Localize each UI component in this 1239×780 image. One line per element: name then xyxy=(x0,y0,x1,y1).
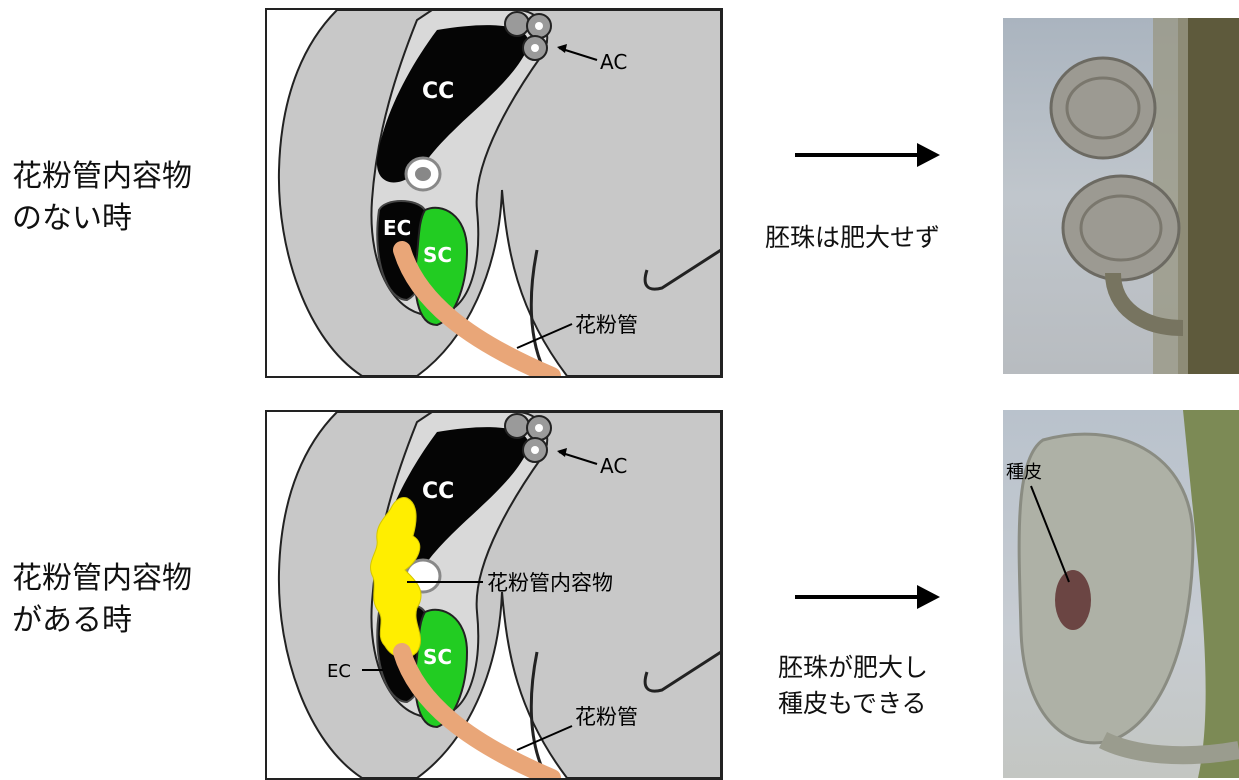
label-ec: EC xyxy=(383,216,411,240)
condition-line2: のない時 xyxy=(12,201,132,236)
funiculus xyxy=(1105,272,1184,336)
label-cc: CC xyxy=(422,79,454,104)
inner-fold xyxy=(643,248,721,291)
pollen-tube-pointer xyxy=(516,323,573,349)
ovule-photo-svg: 種皮 xyxy=(1006,410,1239,778)
arrow-head xyxy=(917,585,940,609)
condition-line2: がある時 xyxy=(12,603,132,638)
label-pollen-tube: 花粉管 xyxy=(575,313,638,337)
arrow-top xyxy=(795,143,940,167)
ac-pointer-head xyxy=(557,44,567,53)
polar-nucleolus xyxy=(415,167,431,181)
pollen-tube xyxy=(393,241,561,376)
result-text-top: 胚珠は肥大せず xyxy=(765,220,940,256)
antipodal-nucleus xyxy=(535,22,543,30)
ac-pointer-head xyxy=(557,448,567,457)
condition-line1: 花粉管内容物 xyxy=(12,159,192,194)
ovule-diagram-bottom: CC SC AC 花粉管内容物 EC 花粉管 xyxy=(265,410,723,780)
ovule-ring xyxy=(1065,76,1141,140)
label-sc: SC xyxy=(423,645,452,669)
central-cell xyxy=(376,25,529,183)
inner-fold xyxy=(643,650,721,693)
ovule-diagram-top: CC EC SC AC 花粉管 xyxy=(265,8,723,378)
antipodal-cell xyxy=(504,413,530,439)
result-line2: 種皮もできる xyxy=(778,689,927,718)
antipodal-nucleus xyxy=(531,446,539,454)
seed-coat-pointer xyxy=(1030,485,1070,583)
ovule-diagram-svg: CC EC SC AC 花粉管 xyxy=(277,10,721,376)
condition-line1: 花粉管内容物 xyxy=(12,561,192,596)
result-line1: 胚珠が肥大し xyxy=(778,653,929,682)
antipodal-nucleus xyxy=(535,424,543,432)
placenta-tissue xyxy=(1178,18,1239,374)
ovule-diagram-svg: CC SC AC 花粉管内容物 EC 花粉管 xyxy=(277,412,721,778)
ovule-photo-svg xyxy=(1049,18,1239,374)
label-sc: SC xyxy=(423,243,452,267)
label-ac: AC xyxy=(600,50,627,74)
label-cc: CC xyxy=(422,479,454,504)
ovule-photo-bottom: 種皮 xyxy=(1003,410,1239,778)
arrow-head xyxy=(917,143,940,167)
enlarged-ovule xyxy=(1017,432,1195,745)
ovule-photo-top xyxy=(1003,18,1239,374)
funiculus xyxy=(1098,731,1239,765)
result-text-bottom: 胚珠が肥大し 種皮もできる xyxy=(778,650,928,722)
antipodal-nucleus xyxy=(531,44,539,52)
ovule xyxy=(1049,56,1157,160)
result-line1: 胚珠は肥大せず xyxy=(765,223,941,252)
condition-label-bottom: 花粉管内容物 がある時 xyxy=(12,558,192,642)
placenta-tissue xyxy=(1183,410,1239,778)
condition-label-top: 花粉管内容物 のない時 xyxy=(12,156,192,240)
label-pollen-tube: 花粉管 xyxy=(575,705,638,729)
antipodal-cell xyxy=(504,11,530,37)
pollen-tube xyxy=(393,643,561,778)
label-seed-coat: 種皮 xyxy=(1006,462,1042,483)
pollen-tube-pointer xyxy=(516,725,573,751)
pollen-tube-contents xyxy=(370,497,422,659)
arrow-bottom xyxy=(795,585,940,609)
ovule-ring xyxy=(1079,194,1163,262)
label-ac: AC xyxy=(600,454,627,478)
seed-coat-pigment xyxy=(1055,570,1091,630)
label-pollen-tube-contents: 花粉管内容物 xyxy=(487,571,613,595)
label-ec: EC xyxy=(327,661,351,682)
